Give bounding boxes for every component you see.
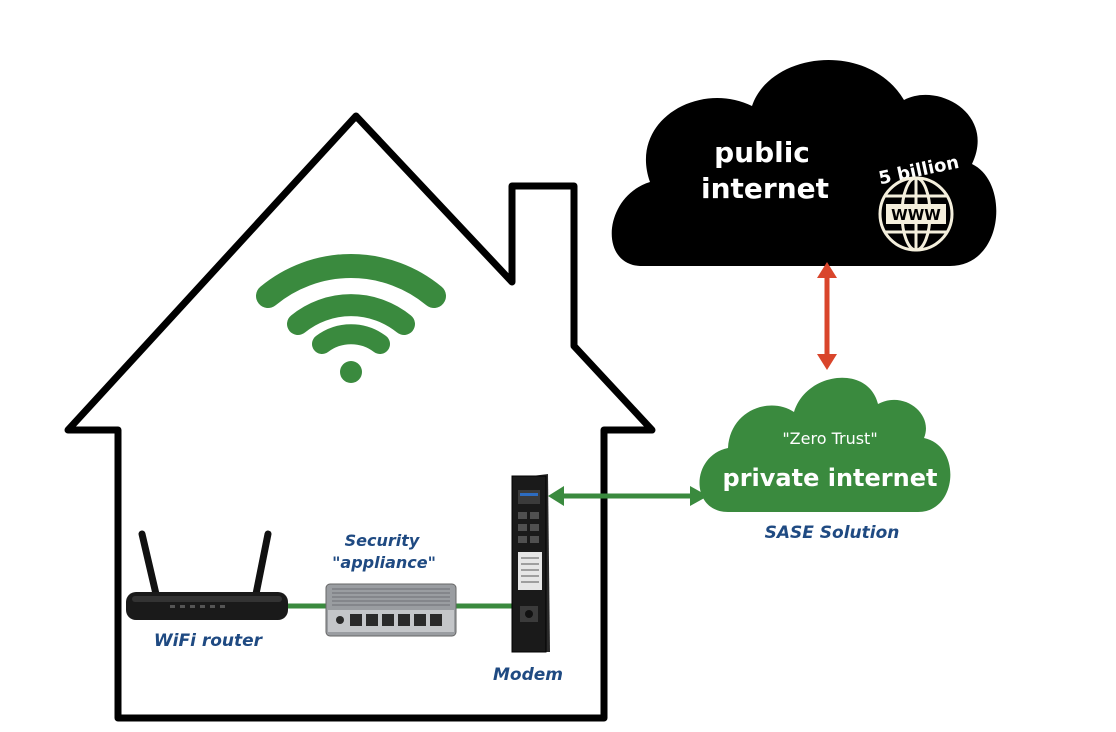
- modem-device: [511, 474, 550, 653]
- private-internet-cloud: "Zero Trust" private internet: [699, 377, 951, 512]
- public-cloud-line2: internet: [701, 172, 829, 205]
- public-private-link-arrow: [817, 262, 837, 370]
- wifi-router-device: [126, 530, 288, 620]
- wifi-router-label: WiFi router: [154, 631, 264, 651]
- www-globe-icon: WWW: [878, 176, 954, 252]
- appliance-label-line2: "appliance": [332, 553, 436, 572]
- public-internet-cloud: public internet 5 billion WWW: [611, 59, 997, 267]
- modem-private-link-arrow: [548, 486, 708, 506]
- house-outline: [64, 112, 656, 722]
- sase-solution-caption: SASE Solution: [765, 523, 900, 543]
- appliance-label-line1: Security: [345, 531, 420, 550]
- wifi-icon: [256, 254, 446, 383]
- private-cloud-title: private internet: [723, 464, 938, 492]
- globe-www-text: WWW: [891, 206, 941, 224]
- modem-label: Modem: [493, 665, 563, 685]
- security-appliance-device: [325, 583, 457, 637]
- public-cloud-line1: public: [714, 136, 810, 169]
- private-cloud-subtitle: "Zero Trust": [782, 429, 877, 448]
